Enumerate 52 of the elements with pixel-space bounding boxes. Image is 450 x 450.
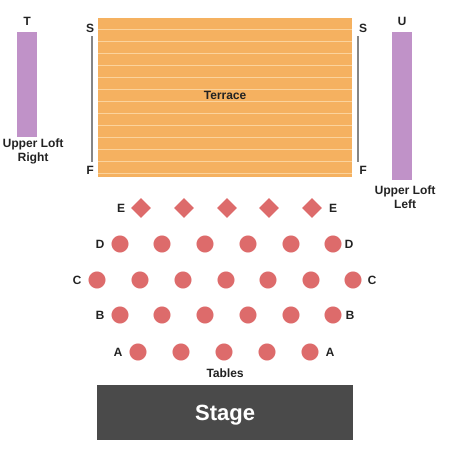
row-letter: F: [359, 163, 367, 177]
table-circle: [240, 306, 256, 324]
table-diamond: [174, 198, 194, 218]
row-letter: D: [344, 237, 354, 251]
table-circle: [172, 344, 190, 360]
terrace-section: [98, 18, 352, 177]
table-diamond: [217, 198, 237, 218]
table-circle: [344, 272, 362, 288]
stage-block: [97, 385, 353, 440]
table-circle: [324, 306, 342, 324]
section-label: Terrace: [204, 88, 246, 102]
table-circle: [112, 236, 128, 252]
row-letter: A: [114, 345, 122, 359]
table-circle: [260, 272, 276, 288]
table-circle: [324, 236, 342, 252]
table-circle: [154, 236, 170, 252]
table-circle: [196, 306, 214, 324]
table-circle: [174, 272, 192, 288]
row-letter: F: [86, 163, 94, 177]
section-label: Upper Loft Right: [2, 136, 64, 164]
table-circle: [240, 236, 256, 252]
table-circle: [154, 306, 170, 324]
row-letter: E: [117, 201, 125, 215]
table-circle: [282, 306, 300, 324]
table-circle: [88, 272, 106, 288]
table-diamond: [259, 198, 279, 218]
stage-label: Stage: [195, 400, 255, 426]
table-circle: [130, 344, 146, 360]
row-letter: B: [346, 308, 354, 322]
table-circle: [258, 344, 276, 360]
row-letter: C: [72, 273, 82, 287]
table-circle: [196, 236, 214, 252]
section-letter: T: [23, 14, 31, 28]
row-letter: S: [86, 21, 94, 35]
area-label: Tables: [206, 366, 244, 380]
table-circle: [132, 272, 148, 288]
table-circle: [112, 306, 128, 324]
table-diamond: [302, 198, 322, 218]
row-letter: A: [326, 345, 334, 359]
table-circle: [302, 344, 318, 360]
table-diamond: [131, 198, 151, 218]
row-letter: E: [329, 201, 337, 215]
row-letter: B: [96, 308, 104, 322]
row-letter: C: [368, 273, 376, 287]
section-label: Upper Loft Left: [374, 183, 436, 211]
row-letter: S: [359, 21, 367, 35]
section-letter: U: [398, 14, 406, 28]
table-circle: [282, 236, 300, 252]
table-circle: [218, 272, 234, 288]
row-letter: D: [96, 237, 104, 251]
table-circle: [302, 272, 320, 288]
table-circle: [216, 344, 232, 360]
